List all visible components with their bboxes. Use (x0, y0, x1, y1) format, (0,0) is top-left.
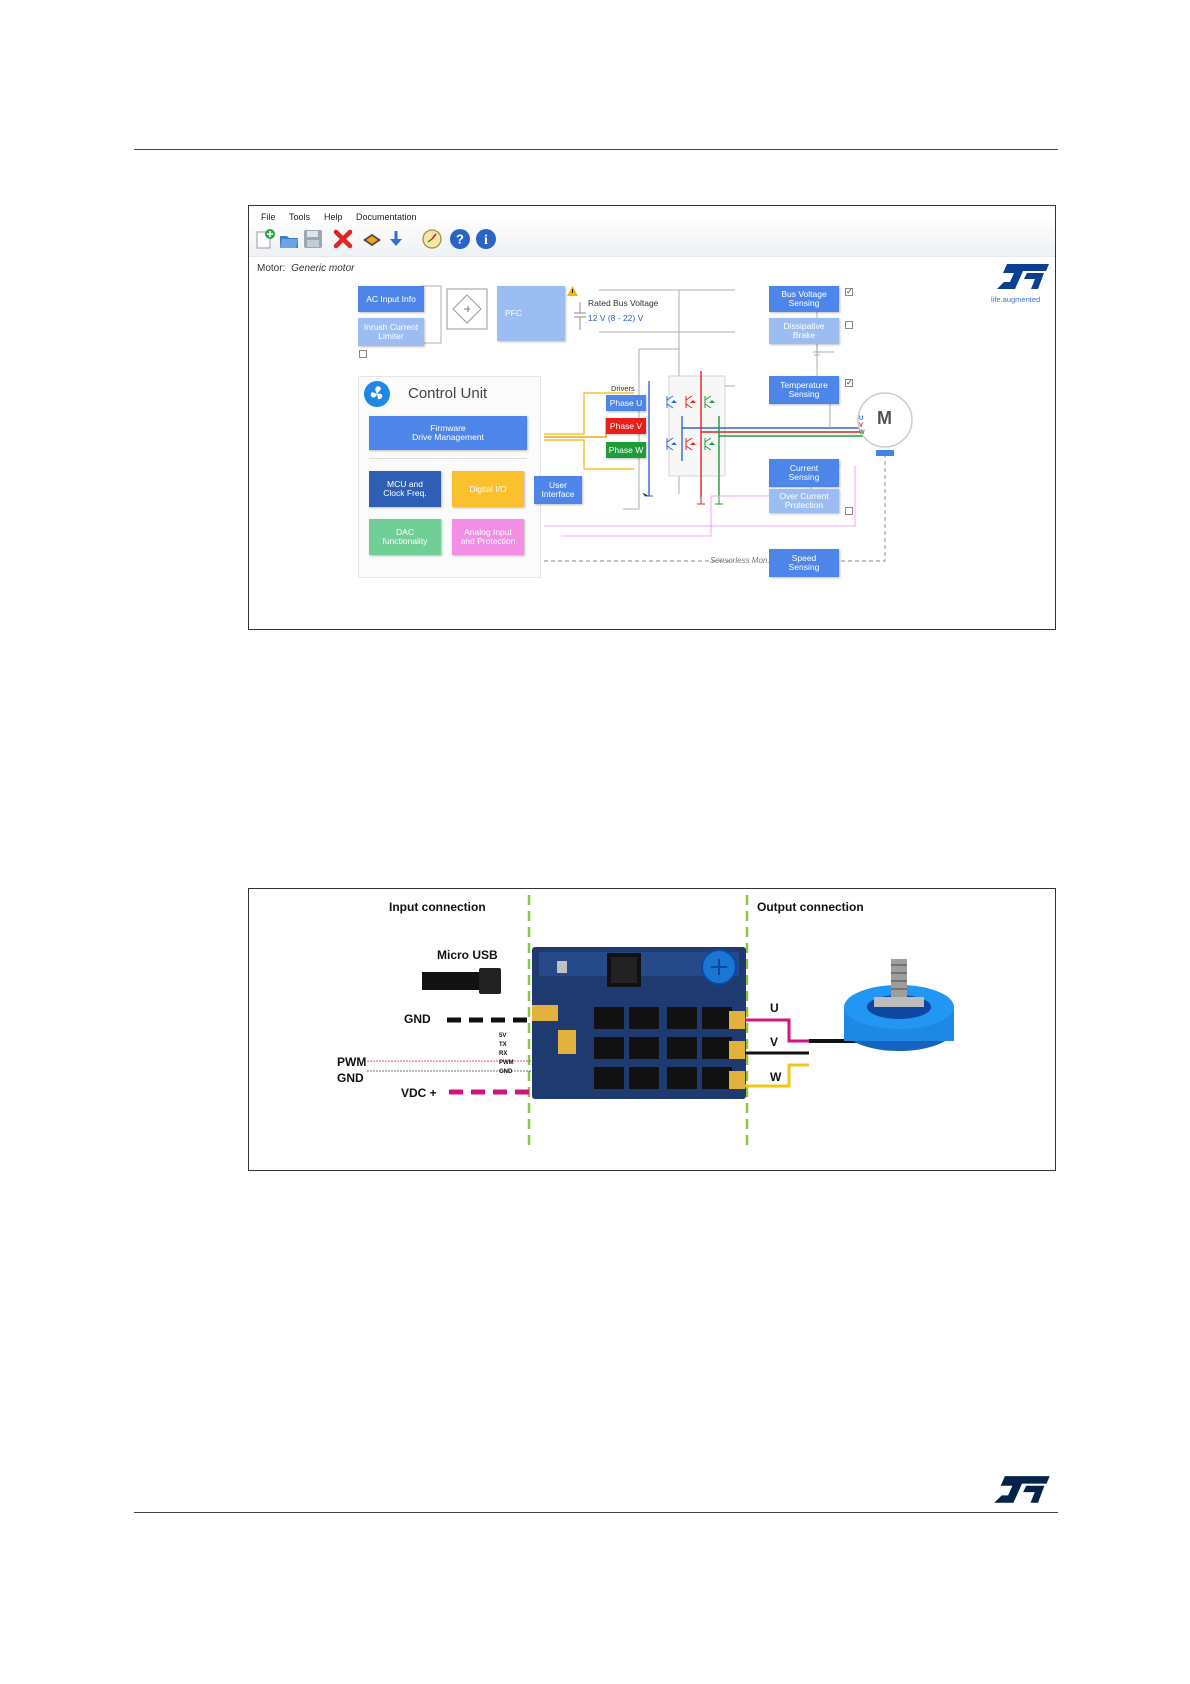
rated-bus-voltage-value[interactable]: 12 V (8 - 22) V (588, 313, 644, 323)
pin-gnd-label: GND (499, 1069, 513, 1075)
control-unit-divider (369, 458, 527, 459)
micro-usb-label: Micro USB (437, 948, 498, 962)
motor-w-label: W (859, 430, 865, 436)
motor-line: Motor: Generic motor (257, 263, 354, 274)
pin-pwm-label: PWM (499, 1060, 514, 1066)
pin-5v-label: 5V (499, 1033, 507, 1039)
capacitor-icon (574, 302, 586, 330)
rated-bus-voltage-label: Rated Bus Voltage (588, 298, 659, 308)
footer-rule (134, 1512, 1058, 1513)
menu-bar: File Tools Help Documentation (249, 206, 1055, 222)
save-icon[interactable] (302, 228, 324, 250)
temperature-checkbox[interactable]: ✓ (845, 378, 853, 387)
header-rule (134, 149, 1058, 150)
input-connection-label: Input connection (389, 900, 486, 914)
menu-documentation[interactable]: Documentation (356, 212, 417, 222)
phase-u-driver[interactable]: Phase U (606, 395, 646, 411)
output-w-label: W (770, 1070, 782, 1084)
motor-v-label: V (859, 423, 864, 429)
chip-icon[interactable] (361, 228, 383, 250)
phase-v-driver[interactable]: Phase V (606, 418, 646, 434)
close-project-icon[interactable] (332, 228, 354, 250)
gnd-label: GND (404, 1012, 431, 1026)
motor-u-label: U (859, 416, 864, 422)
wiring-figure: Input connection Output connection Micro… (248, 888, 1056, 1171)
control-unit-fan-icon (364, 381, 390, 407)
toolbar (249, 222, 1055, 257)
menu-tools[interactable]: Tools (289, 212, 311, 222)
ac-input-info-block[interactable]: AC Input Info (358, 286, 424, 312)
svg-text:i: i (484, 233, 488, 248)
output-v-label: V (770, 1035, 779, 1049)
download-icon[interactable] (385, 228, 407, 250)
digital-io-block[interactable]: Digital I/O (452, 471, 524, 507)
gnd2-label: GND (337, 1071, 364, 1085)
motor-label: Motor: (257, 263, 286, 274)
control-unit-title: Control Unit (408, 385, 488, 402)
dissipative-brake-checkbox[interactable] (845, 321, 853, 329)
menu-help[interactable]: Help (324, 212, 343, 222)
phase-w-driver[interactable]: Phase W (606, 442, 646, 458)
inrush-checkbox[interactable] (359, 350, 367, 358)
motor-value[interactable]: Generic motor (291, 263, 355, 274)
inrush-line-1: Inrush Current (363, 322, 419, 332)
rectifier-bridge-icon (446, 288, 488, 330)
workbench-window: File Tools Help Documentation ? i Motor:… (248, 205, 1056, 630)
wiring-graphics (367, 895, 954, 1147)
info-icon[interactable]: i (475, 228, 497, 250)
pwm-label: PWM (337, 1055, 367, 1069)
pin-tx-label: TX (499, 1042, 507, 1048)
output-connection-label: Output connection (757, 900, 864, 914)
svg-text:?: ? (456, 232, 464, 247)
pin-rx-label: RX (499, 1051, 508, 1057)
over-current-checkbox[interactable] (845, 507, 853, 515)
footer-st-logo (994, 1476, 1050, 1503)
pfc-block[interactable]: PFC (497, 286, 565, 341)
menu-file[interactable]: File (261, 212, 276, 222)
inrush-line-2: Limiter (378, 331, 404, 341)
bus-voltage-checkbox[interactable]: ✓ (845, 287, 853, 296)
drivers-label: Drivers (611, 384, 635, 393)
motor-m-label[interactable]: M (877, 408, 892, 428)
inrush-limiter-block[interactable]: Inrush Current Limiter (358, 318, 424, 346)
sensorless-label: Sensorless Mon. (710, 556, 770, 565)
st-logo (997, 264, 1049, 289)
output-u-label: U (770, 1001, 779, 1015)
warning-icon (567, 286, 578, 296)
brand-tagline: life.augmented (991, 295, 1041, 304)
monitor-gauge-icon[interactable] (421, 228, 443, 250)
power-stage-mosfets (666, 395, 715, 451)
help-icon[interactable]: ? (449, 228, 471, 250)
open-project-icon[interactable] (278, 228, 300, 250)
vdc-label: VDC + (401, 1086, 437, 1100)
new-project-icon[interactable] (254, 228, 276, 250)
